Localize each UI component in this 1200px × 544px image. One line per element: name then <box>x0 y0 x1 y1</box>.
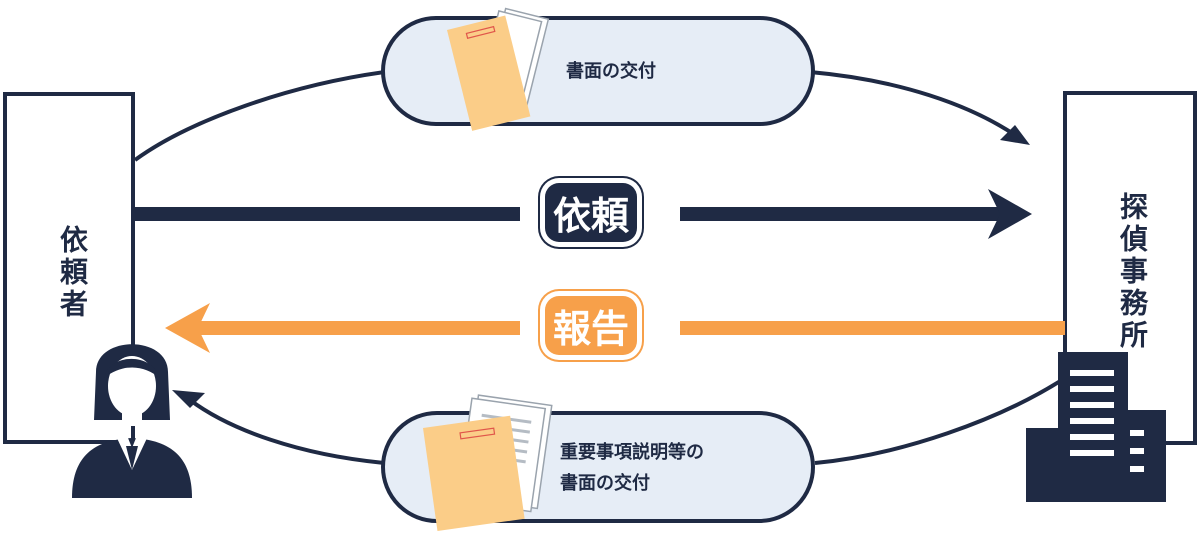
bottom-document-line1: 重要事項説明等の <box>560 442 704 463</box>
top-envelope-icon <box>447 7 550 131</box>
client-label: 依頼者 <box>56 225 89 321</box>
bottom-document-line2: 書面の交付 <box>560 473 650 494</box>
request-arrow-right-segment <box>680 207 1000 221</box>
building-icon <box>1026 352 1166 502</box>
top-curve-arrowhead <box>1000 125 1030 145</box>
report-label: 報告 <box>545 296 638 355</box>
request-arrow-left-segment <box>135 207 520 221</box>
report-arrowhead <box>165 303 210 353</box>
top-curve-left <box>133 70 386 162</box>
bottom-curve-right <box>814 376 1067 465</box>
report-arrow-left-segment <box>195 321 520 335</box>
request-label: 依頼 <box>545 183 638 242</box>
request-arrowhead <box>988 189 1032 239</box>
agency-label: 探偵事務所 <box>1116 192 1149 352</box>
bottom-curve-left <box>188 398 386 465</box>
bottom-envelope-icon <box>423 394 553 531</box>
person-icon <box>72 344 192 498</box>
top-curve-right <box>809 70 1017 137</box>
bottom-curve-arrowhead <box>172 390 205 408</box>
report-arrow-right-segment <box>680 321 1065 335</box>
top-document-label: 書面の交付 <box>566 61 656 82</box>
